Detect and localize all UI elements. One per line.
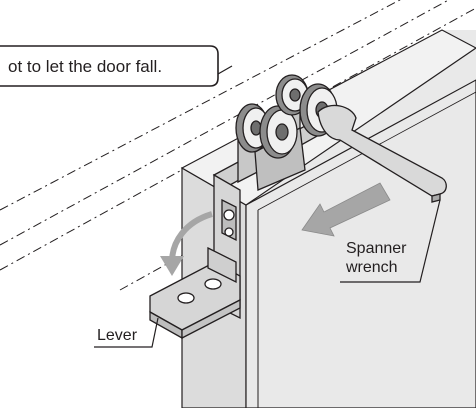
roller-assembly [212, 74, 338, 320]
spanner-wrench [317, 104, 447, 203]
arrow-left-down-icon [301, 182, 391, 237]
spanner-label-line1: Spanner [346, 240, 407, 257]
lever-label-group: Lever [94, 317, 159, 348]
spanner-label-line2: wrench [345, 259, 398, 276]
lever-bracket [149, 246, 241, 340]
callout-text: ot to let the door fall. [8, 57, 162, 76]
spanner-label-group: Spanner wrench [340, 199, 441, 283]
curved-arrow-down-icon [160, 211, 213, 276]
lever-label: Lever [97, 327, 138, 344]
caution-callout: ot to let the door fall. [0, 45, 233, 87]
